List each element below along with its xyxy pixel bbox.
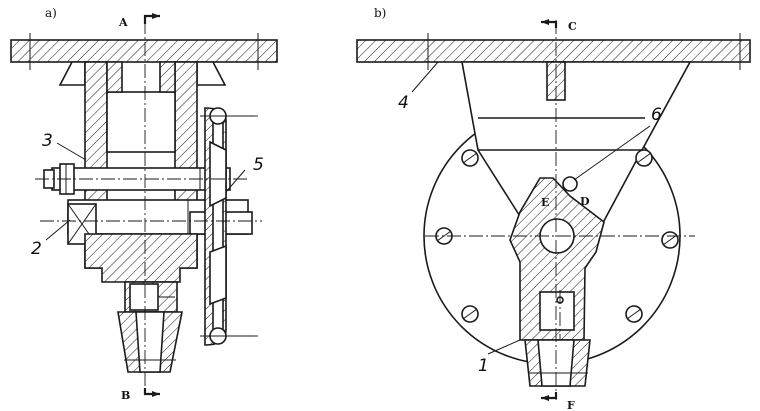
part-number-6: 6 xyxy=(651,105,662,125)
peg-6 xyxy=(562,176,578,192)
view-label-a: a) xyxy=(45,6,57,20)
view-label-b: b) xyxy=(374,6,386,20)
part-number-3: 3 xyxy=(42,131,53,151)
view-a: a) A B 3 2 5 xyxy=(10,6,278,402)
section-mark-F: F xyxy=(567,399,575,411)
top-plate-a xyxy=(10,39,278,63)
point-mark-D: D xyxy=(580,195,590,208)
holder-b xyxy=(509,177,605,341)
housing-lower xyxy=(84,233,198,283)
top-plate-b xyxy=(356,39,751,63)
part-number-5: 5 xyxy=(253,155,264,175)
part-number-2: 2 xyxy=(31,239,42,259)
bracket-right xyxy=(196,61,227,86)
pulley-wheel xyxy=(204,107,248,346)
point-mark-E: E xyxy=(541,196,549,209)
part-number-1: 1 xyxy=(478,356,489,376)
view-b: b) C F D E 4 6 1 xyxy=(356,6,751,411)
section-mark-C: C xyxy=(568,20,577,33)
section-mark-A: A xyxy=(118,16,128,29)
section-mark-B: B xyxy=(121,389,130,402)
bracket-left xyxy=(58,61,86,86)
part-number-4: 4 xyxy=(398,93,409,113)
